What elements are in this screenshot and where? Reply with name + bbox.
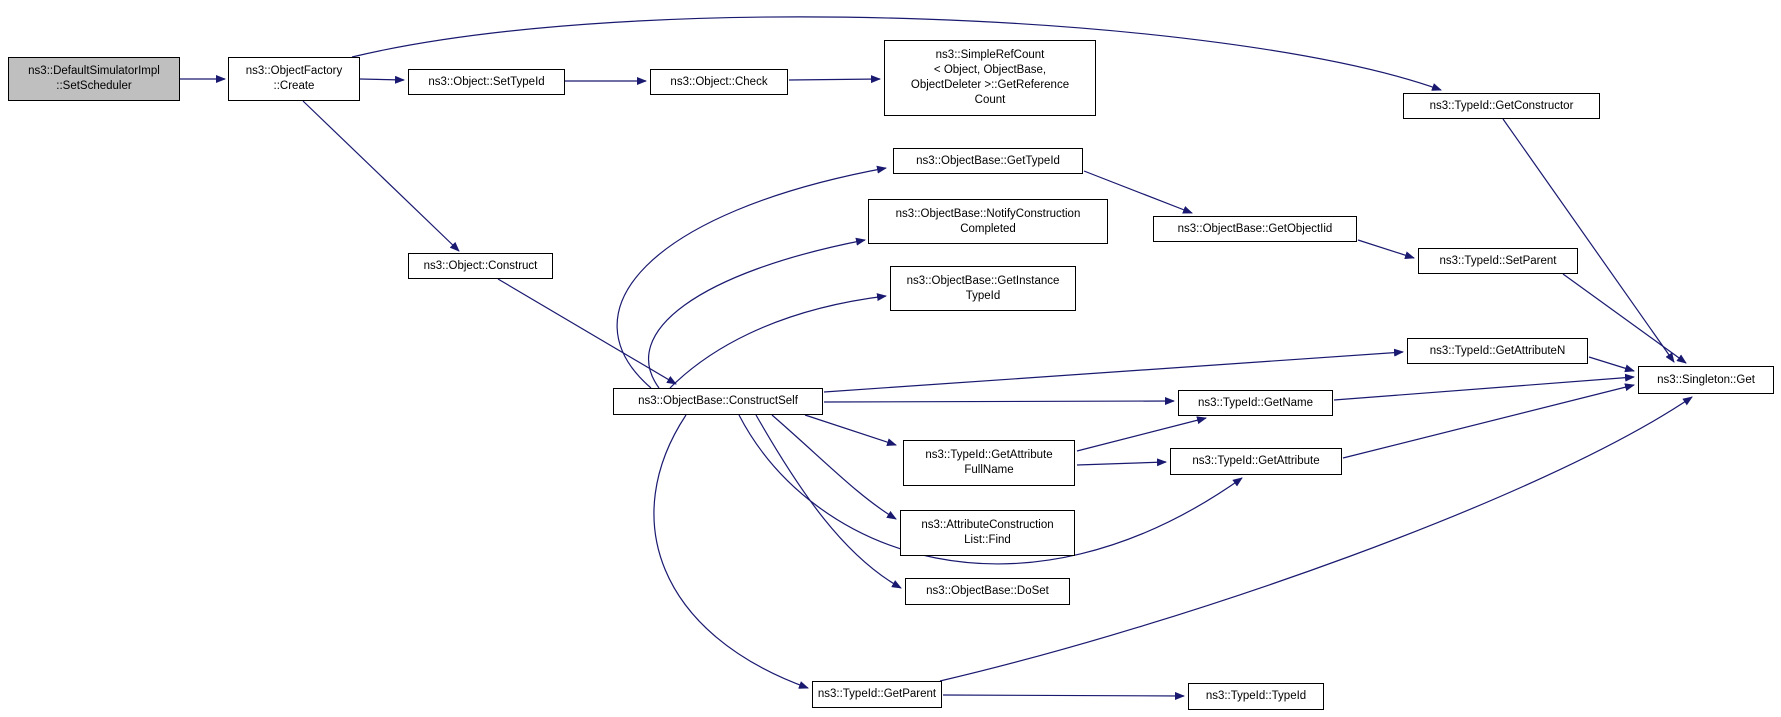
node-getrefcount[interactable]: ns3::SimpleRefCount< Object, ObjectBase,… — [884, 40, 1096, 116]
node-label: ns3::ObjectBase::GetObjectIid — [1177, 222, 1333, 235]
node-singletonget[interactable]: ns3::Singleton::Get — [1638, 366, 1774, 394]
node-label: TypeId — [965, 289, 1001, 302]
node-create[interactable]: ns3::ObjectFactory::Create — [228, 57, 360, 101]
node-label: ns3::TypeId::GetParent — [817, 688, 937, 700]
edge-getattribute-to-singletonget — [1342, 383, 1635, 459]
edge-constructself-to-notifycc — [648, 237, 866, 389]
edge-constructself-to-getinstance — [669, 293, 887, 389]
node-getname[interactable]: ns3::TypeId::GetName — [1178, 390, 1333, 416]
edge-getconstructor-to-singletonget — [1502, 118, 1675, 363]
node-label: ::Create — [273, 80, 315, 92]
node-label: ns3::DefaultSimulatorImpl — [28, 65, 160, 77]
node-label: ns3::TypeId::GetAttributeN — [1429, 344, 1566, 357]
node-label: ns3::ObjectBase::GetInstance — [906, 274, 1060, 287]
edge-constructself-to-getattributen — [823, 348, 1404, 393]
node-label: ns3::TypeId::SetParent — [1439, 254, 1557, 267]
edge-check-to-getrefcount — [788, 75, 881, 84]
node-label: List::Find — [964, 534, 1011, 546]
node-label: < Object, ObjectBase, — [933, 64, 1047, 76]
edge-getparent-to-typeidctor — [942, 691, 1185, 700]
edge-constructself-to-getattrfullname — [804, 414, 897, 446]
node-label: ns3::TypeId::GetAttribute — [1192, 455, 1320, 467]
node-getparent[interactable]: ns3::TypeId::GetParent — [812, 681, 942, 708]
node-label: ns3::ObjectBase::GetTypeId — [916, 154, 1060, 167]
edge-construct-to-constructself — [497, 278, 677, 385]
node-label: ns3::Object::Check — [670, 75, 768, 88]
edge-getobjectiid-to-setparent — [1357, 239, 1415, 260]
edge-constructself-to-getname — [823, 397, 1175, 406]
edge-constructself-to-getobjtypeid — [616, 165, 887, 389]
edge-getobjtypeid-to-getobjectiid — [1083, 170, 1193, 214]
node-label: ns3::ObjectFactory — [245, 65, 343, 77]
node-label: ns3::TypeId::GetConstructor — [1429, 99, 1574, 112]
node-getconstructor[interactable]: ns3::TypeId::GetConstructor — [1403, 93, 1600, 119]
node-label: ns3::Singleton::Get — [1657, 373, 1755, 386]
node-getattribute[interactable]: ns3::TypeId::GetAttribute — [1170, 448, 1342, 475]
node-getobjectiid[interactable]: ns3::ObjectBase::GetObjectIid — [1153, 216, 1357, 242]
node-label: ObjectDeleter >::GetReference — [910, 79, 1070, 91]
edge-getparent-to-singletonget — [939, 396, 1693, 682]
node-getattributen[interactable]: ns3::TypeId::GetAttributeN — [1407, 338, 1588, 364]
edge-create-to-getconstructor — [351, 16, 1442, 91]
edge-constructself-to-doset — [755, 414, 902, 589]
node-settypeid[interactable]: ns3::Object::SetTypeId — [408, 69, 565, 95]
node-constructself[interactable]: ns3::ObjectBase::ConstructSelf — [613, 388, 823, 415]
edge-create-to-construct — [302, 100, 460, 252]
edge-create-to-settypeid — [359, 75, 405, 84]
edge-getattrfullname-to-getname — [1076, 416, 1207, 452]
node-check[interactable]: ns3::Object::Check — [650, 69, 788, 95]
edge-getname-to-singletonget — [1333, 373, 1635, 401]
node-setparent[interactable]: ns3::TypeId::SetParent — [1418, 248, 1578, 274]
node-getobjtypeid[interactable]: ns3::ObjectBase::GetTypeId — [893, 148, 1083, 174]
node-setscheduler: ns3::DefaultSimulatorImpl::SetScheduler — [8, 57, 180, 101]
node-doset[interactable]: ns3::ObjectBase::DoSet — [905, 578, 1070, 605]
node-label: ns3::ObjectBase::ConstructSelf — [638, 395, 798, 407]
node-label: ::SetScheduler — [56, 80, 132, 92]
edge-getattributen-to-singletonget — [1588, 356, 1635, 373]
edge-getattrfullname-to-getattribute — [1076, 458, 1167, 467]
node-label: ns3::ObjectBase::NotifyConstruction — [895, 207, 1081, 220]
node-construct[interactable]: ns3::Object::Construct — [408, 253, 553, 279]
edge-constructself-to-aclfind — [771, 414, 897, 520]
node-label: ns3::AttributeConstruction — [921, 519, 1054, 531]
node-label: ns3::TypeId::TypeId — [1205, 690, 1307, 702]
node-label: ns3::SimpleRefCount — [935, 49, 1045, 61]
node-label: FullName — [964, 464, 1014, 476]
edge-constructself-to-getparent — [653, 414, 809, 689]
node-label: ns3::Object::SetTypeId — [428, 75, 545, 88]
node-label: Completed — [960, 222, 1016, 235]
node-label: ns3::Object::Construct — [423, 259, 538, 272]
node-label: ns3::TypeId::GetName — [1197, 396, 1314, 409]
node-label: Count — [974, 94, 1006, 106]
node-label: ns3::ObjectBase::DoSet — [926, 585, 1049, 597]
edge-constructself-to-getattribute — [738, 414, 1243, 565]
edge-setparent-to-singletonget — [1562, 273, 1687, 364]
node-typeidctor[interactable]: ns3::TypeId::TypeId — [1188, 683, 1324, 710]
node-label: ns3::TypeId::GetAttribute — [925, 449, 1053, 461]
